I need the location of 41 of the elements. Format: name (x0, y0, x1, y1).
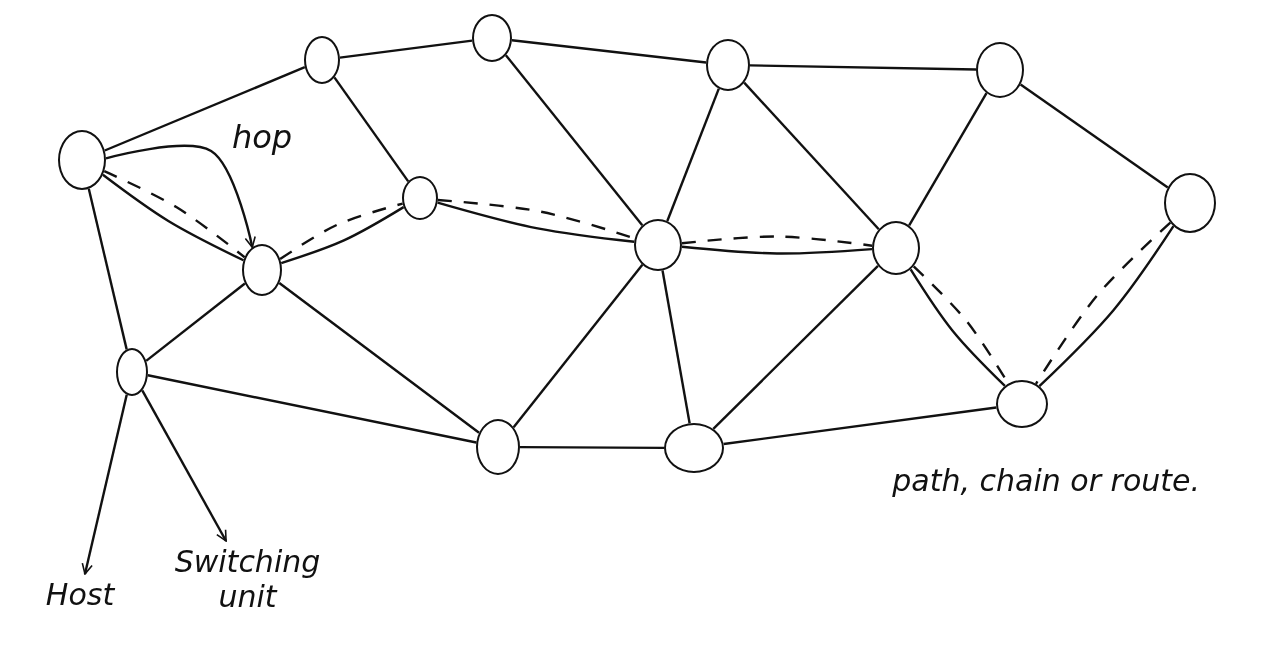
node-ellipse (1164, 173, 1216, 233)
connector-line (743, 81, 880, 231)
node-ellipse (634, 219, 682, 271)
node-ellipse (976, 42, 1024, 98)
connector-line (512, 264, 644, 429)
connector-line (908, 92, 988, 227)
connector-line (520, 445, 664, 450)
node-ellipse (304, 36, 340, 84)
note-text: path, chain or route. (891, 462, 1200, 500)
node-ellipse (116, 348, 148, 396)
connector-line (87, 188, 128, 350)
connector-line (1019, 83, 1169, 189)
connector-line (723, 406, 997, 446)
connector-line (339, 39, 473, 59)
connector-line (504, 54, 644, 227)
connector-line (666, 88, 720, 222)
connector-line (145, 282, 246, 362)
arrow (105, 144, 256, 249)
connector-line (511, 39, 707, 64)
text-label: Host (35, 578, 125, 613)
text-label: Switching unit (160, 545, 335, 614)
node-ellipse (58, 130, 106, 190)
node-ellipse (472, 14, 512, 62)
connector-line (681, 245, 873, 255)
dashed-line (681, 235, 873, 247)
node-ellipse (872, 221, 920, 275)
connector-line (712, 265, 879, 430)
connector-line (104, 66, 306, 152)
node-ellipse (996, 380, 1048, 428)
node-ellipse (664, 423, 724, 473)
node-ellipse (706, 39, 750, 91)
node-ellipse (476, 419, 520, 475)
connector-line (147, 374, 477, 444)
connector-line (749, 64, 977, 71)
connector-line (661, 270, 691, 424)
connector-line (333, 76, 410, 183)
arrow (141, 389, 228, 542)
node-ellipse (242, 244, 282, 296)
arrow (81, 394, 128, 575)
node-ellipse (402, 176, 438, 220)
connector-line (278, 282, 480, 434)
